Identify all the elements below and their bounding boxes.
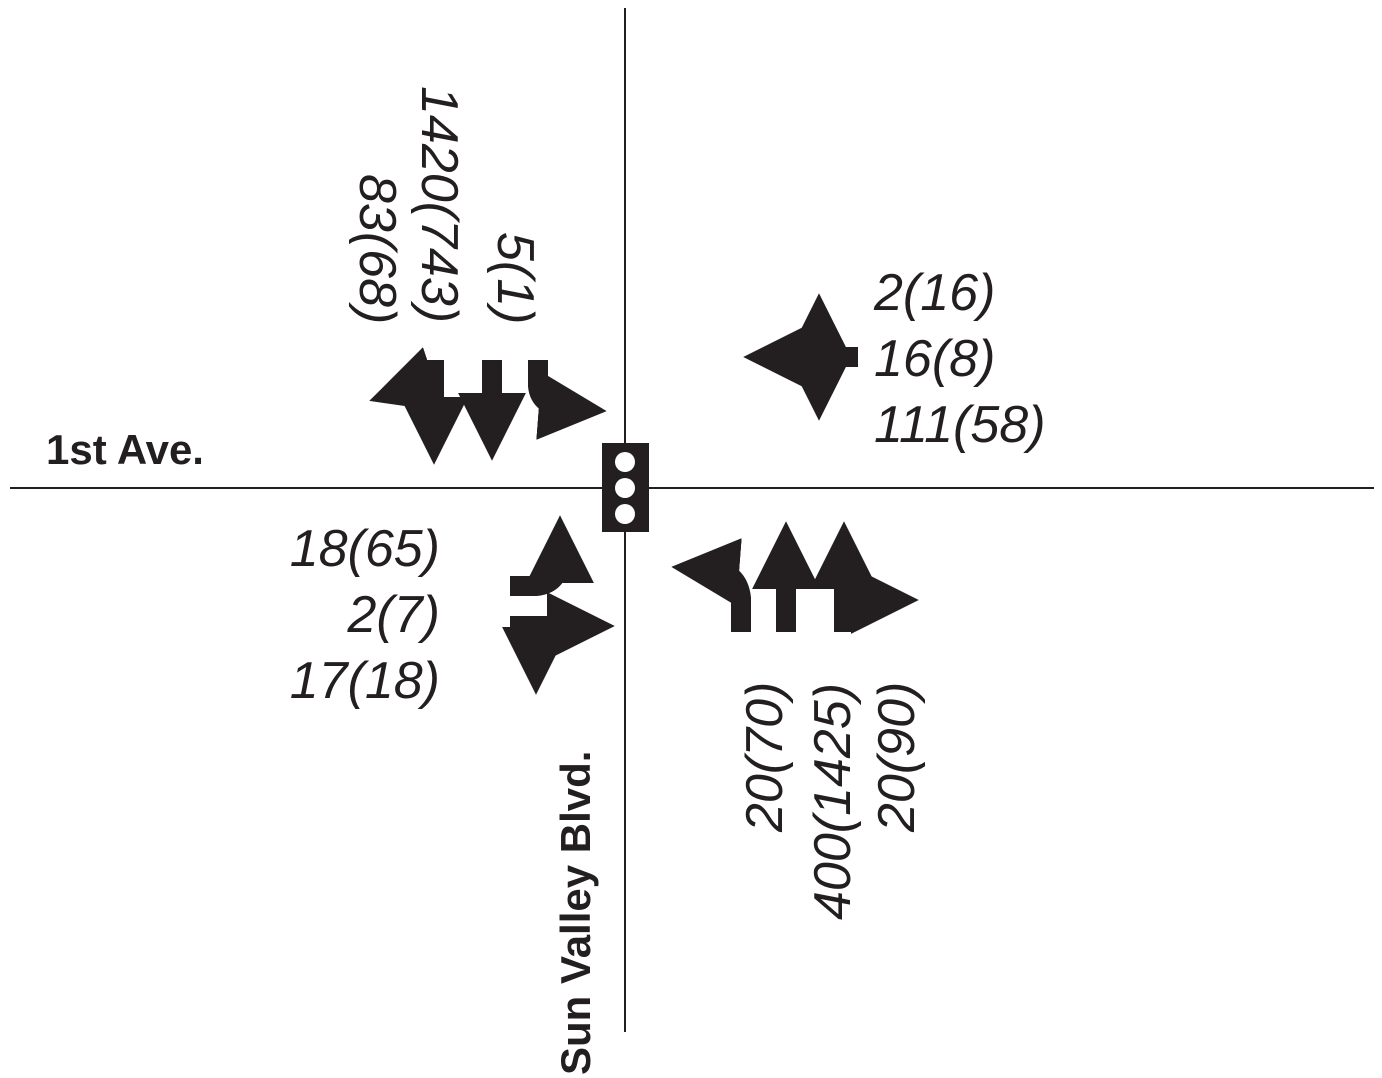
southbound-through-volume: 1420(743) <box>410 86 468 323</box>
southbound-lane-arrows <box>369 347 607 465</box>
left-arrow-icon <box>510 515 594 596</box>
northbound-left-volume: 20(70) <box>736 682 794 833</box>
westbound-right-volume: 111(58) <box>874 396 1046 454</box>
eastbound-left-volume: 18(65) <box>290 520 440 578</box>
left-arrow-icon <box>369 347 469 465</box>
right-arrow-icon <box>528 360 607 440</box>
through-right-arrow-icon <box>501 591 615 695</box>
northbound-right-volume: 20(90) <box>868 682 926 833</box>
through-right-arrow-icon <box>809 521 919 635</box>
northbound-through-volume: 400(1425) <box>804 683 862 920</box>
westbound-volumes: 2(16) 16(8) 111(58) <box>873 264 1046 454</box>
street-name-1st-ave: 1st Ave. <box>46 426 204 473</box>
eastbound-volumes: 18(65) 2(7) 17(18) <box>290 520 440 710</box>
eastbound-through-volume: 2(7) <box>347 586 440 644</box>
northbound-lane-arrows <box>671 521 919 635</box>
westbound-left-volume: 2(16) <box>873 264 995 322</box>
westbound-through-volume: 16(8) <box>874 330 995 388</box>
left-arrow-icon <box>671 538 751 632</box>
southbound-right-volume: 5(1) <box>486 232 544 324</box>
southbound-volumes: 5(1) 1420(743) 83(68) <box>348 86 544 324</box>
left-through-right-arrow-icon <box>743 293 858 421</box>
northbound-volumes: 20(70) 400(1425) 20(90) <box>736 682 926 920</box>
street-name-sun-valley-blvd: Sun Valley Blvd. <box>552 751 599 1075</box>
eastbound-lane-arrows <box>501 515 615 695</box>
southbound-left-volume: 83(68) <box>348 174 406 324</box>
westbound-lane-arrows <box>743 293 858 421</box>
traffic-signal-icon <box>602 443 649 532</box>
eastbound-right-volume: 17(18) <box>290 652 440 710</box>
